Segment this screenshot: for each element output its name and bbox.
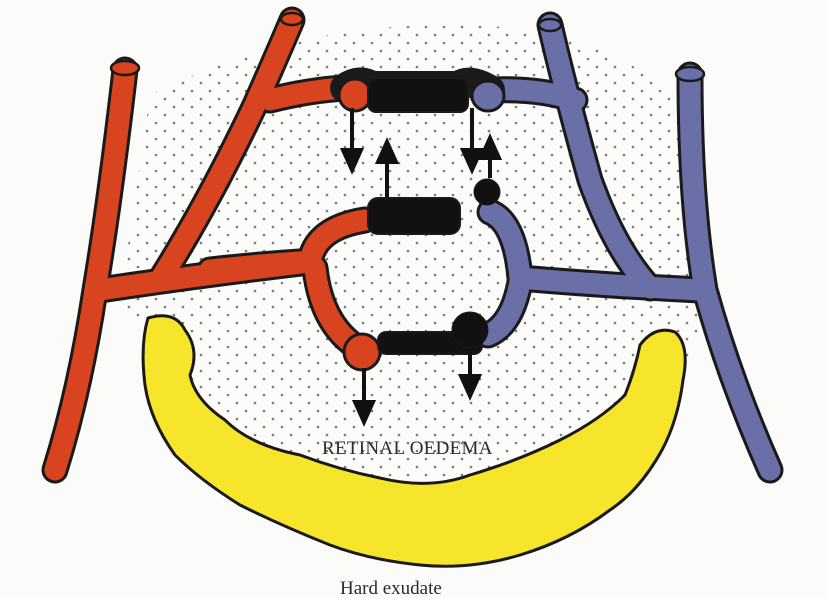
retinal-oedema-label: RETINAL OEDEMA — [322, 438, 493, 460]
hard-exudate-label: Hard exudate — [340, 578, 442, 600]
